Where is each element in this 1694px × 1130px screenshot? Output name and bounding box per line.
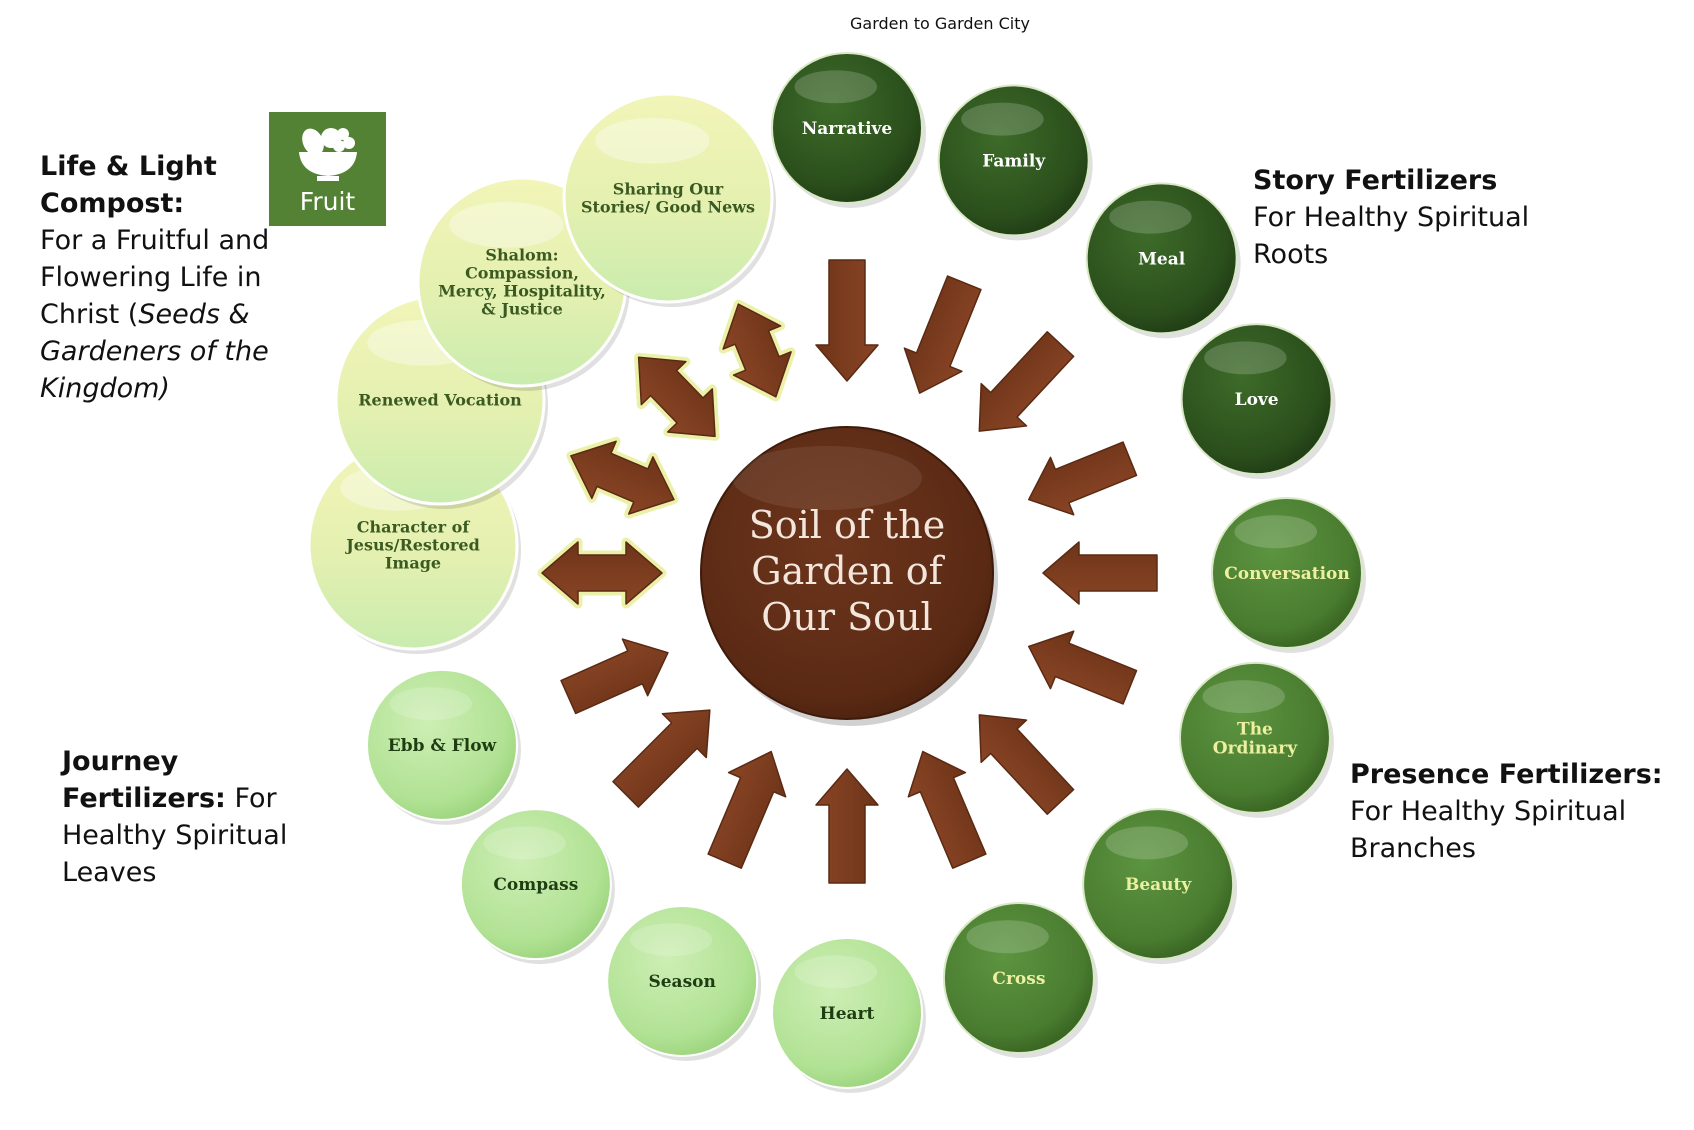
inward-arrow bbox=[978, 714, 1075, 815]
inward-arrow bbox=[815, 259, 879, 382]
double-arrow bbox=[537, 537, 667, 609]
story-node: Meal bbox=[1085, 182, 1241, 339]
inward-arrow bbox=[978, 331, 1075, 432]
story-fertilizers-legend: Story Fertilizers For Healthy Spiritual … bbox=[1253, 162, 1583, 273]
journey-title-line1: Journey bbox=[62, 746, 179, 777]
double-arrow bbox=[718, 299, 796, 402]
arrows-layer bbox=[537, 259, 1158, 884]
story-node-label: Narrative bbox=[802, 119, 893, 139]
inward-arrow bbox=[707, 750, 787, 869]
presence-node-label: Beauty bbox=[1125, 875, 1192, 895]
inward-arrow bbox=[1027, 630, 1138, 705]
compost-node-label: Renewed Vocation bbox=[358, 391, 522, 410]
center-label: Soil of the bbox=[749, 503, 946, 547]
double-arrow bbox=[566, 436, 679, 519]
inward-arrow bbox=[1042, 541, 1158, 605]
presence-node-label: Ordinary bbox=[1213, 738, 1298, 758]
compost-node-label: Jesus/Restored bbox=[344, 536, 480, 555]
compost-node: Shalom:Compassion,Mercy, Hospitality,& J… bbox=[416, 176, 630, 391]
journey-node: Season bbox=[606, 904, 762, 1061]
life-body-line3-plain: Christ ( bbox=[40, 299, 139, 330]
compost-node-label: Stories/ Good News bbox=[581, 198, 755, 217]
journey-node-label: Ebb & Flow bbox=[388, 736, 497, 756]
journey-body-line4: Leaves bbox=[62, 857, 157, 888]
story-node-label: Meal bbox=[1138, 249, 1186, 269]
story-title: Story Fertilizers bbox=[1253, 165, 1498, 196]
compost-node-label: Sharing Our bbox=[613, 180, 724, 199]
inward-arrow bbox=[612, 709, 711, 808]
presence-body-line2: Branches bbox=[1350, 833, 1476, 864]
compost-node-label: Character of bbox=[357, 518, 471, 537]
fruit-badge-label: Fruit bbox=[299, 187, 356, 216]
story-body-line2: Roots bbox=[1253, 239, 1329, 270]
presence-fertilizers-legend: Presence Fertilizers: For Healthy Spirit… bbox=[1350, 756, 1690, 867]
journey-node-label: Heart bbox=[820, 1004, 875, 1024]
story-body-line1: For Healthy Spiritual bbox=[1253, 202, 1530, 233]
journey-fertilizers-legend: Journey Fertilizers: For Healthy Spiritu… bbox=[62, 743, 322, 891]
inward-arrow bbox=[1027, 441, 1138, 516]
inward-arrow bbox=[907, 750, 987, 869]
journey-node: Ebb & Flow bbox=[365, 668, 521, 825]
compost-node-label: & Justice bbox=[481, 300, 563, 319]
story-node-label: Love bbox=[1235, 390, 1279, 410]
life-body-line3-italic: Seeds & bbox=[138, 299, 250, 330]
story-node: Family bbox=[937, 84, 1093, 241]
journey-node: Compass bbox=[459, 808, 615, 965]
nodes-layer: NarrativeFamilyMealLoveConversationTheOr… bbox=[307, 52, 1366, 1093]
compost-node-label: Image bbox=[385, 554, 441, 573]
story-node: Narrative bbox=[771, 52, 926, 208]
story-node-label: Family bbox=[982, 151, 1046, 171]
life-body-line4-italic: Gardeners of the bbox=[40, 336, 269, 367]
center-label: Garden of bbox=[751, 549, 945, 593]
life-body-line5-italic: Kingdom) bbox=[40, 373, 170, 404]
life-title-line2: Compost: bbox=[40, 188, 185, 219]
journey-title-line2: Fertilizers: bbox=[62, 783, 226, 814]
inward-arrow bbox=[815, 768, 879, 884]
double-arrow bbox=[634, 352, 720, 441]
presence-node-label: Cross bbox=[992, 969, 1045, 989]
journey-body-line3: Healthy Spiritual bbox=[62, 820, 288, 851]
compost-node-label: Compassion, bbox=[465, 264, 579, 283]
journey-node-label: Season bbox=[648, 972, 715, 992]
presence-node: Conversation bbox=[1211, 497, 1366, 653]
life-title-line1: Life & Light bbox=[40, 151, 217, 182]
journey-node-label: Compass bbox=[493, 875, 578, 895]
presence-node: Beauty bbox=[1082, 808, 1238, 965]
fruit-badge: Fruit bbox=[269, 112, 386, 226]
compost-node-label: Mercy, Hospitality, bbox=[438, 282, 606, 301]
fruit-bowl-icon bbox=[299, 128, 357, 181]
life-body-line1: For a Fruitful and bbox=[40, 225, 270, 256]
presence-node-label: Conversation bbox=[1224, 564, 1349, 584]
compost-node-label: Shalom: bbox=[485, 246, 558, 265]
presence-node-label: The bbox=[1237, 719, 1273, 739]
inward-arrow bbox=[903, 275, 982, 394]
presence-body-line1: For Healthy Spiritual bbox=[1350, 796, 1627, 827]
life-body-line2: Flowering Life in bbox=[40, 262, 262, 293]
inward-arrow bbox=[560, 638, 669, 715]
diagram-title: Garden to Garden City bbox=[850, 14, 1030, 33]
story-node: Love bbox=[1180, 323, 1336, 480]
center-label: Our Soul bbox=[761, 595, 932, 639]
journey-body-inline: For bbox=[234, 783, 277, 814]
life-light-compost-legend: Life & Light Compost: For a Fruitful and… bbox=[40, 148, 310, 407]
presence-title: Presence Fertilizers: bbox=[1350, 759, 1663, 790]
presence-node: Cross bbox=[942, 902, 1098, 1059]
journey-node: Heart bbox=[771, 937, 926, 1093]
